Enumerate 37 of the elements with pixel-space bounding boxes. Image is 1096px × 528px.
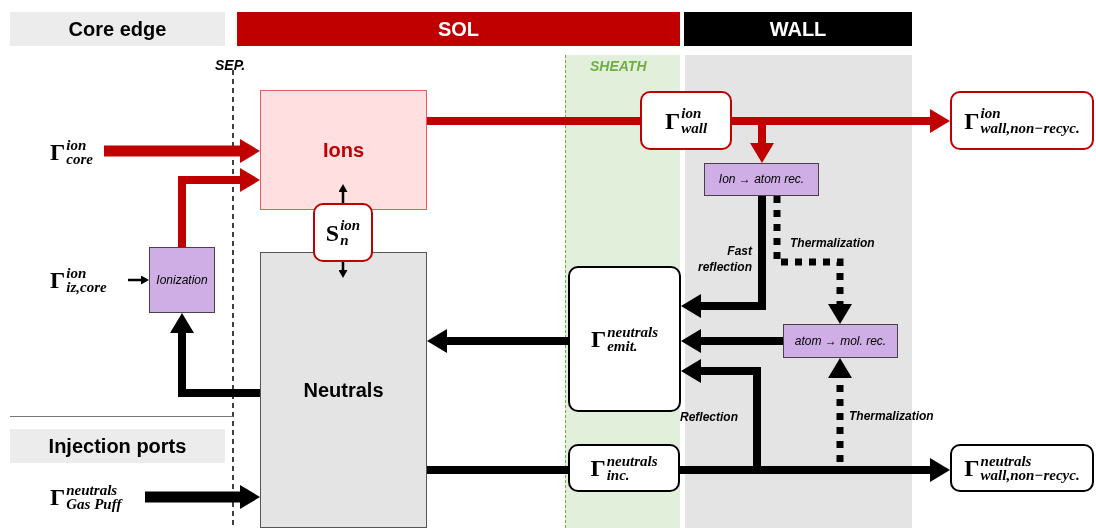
process-box — [704, 163, 819, 196]
box-label: atom → mol. rec. — [794, 333, 887, 349]
dotted-arrow — [773, 196, 852, 324]
flux-box — [640, 91, 732, 150]
section-header: WALL — [684, 12, 912, 46]
box-label: Ions — [322, 138, 365, 163]
section-header: Core edge — [10, 12, 225, 46]
arrow — [338, 184, 348, 203]
arrow — [145, 485, 260, 509]
arrow — [681, 196, 766, 318]
section-header: Injection ports — [10, 429, 225, 463]
arrow — [427, 329, 568, 353]
neutrals-box — [260, 252, 427, 528]
arrow — [104, 139, 260, 163]
flux-box — [950, 444, 1094, 492]
section-header: SOL — [237, 12, 680, 46]
box-label: Neutrals — [303, 378, 384, 403]
flux-box — [568, 444, 680, 492]
arrow — [178, 168, 260, 247]
process-box — [149, 247, 215, 313]
box-label: Ionization — [156, 272, 208, 288]
edge-label: Thermalization — [790, 236, 875, 252]
edge-label: Thermalization — [849, 409, 934, 425]
process-box — [783, 324, 898, 358]
arrow — [338, 262, 348, 278]
arrow — [681, 329, 783, 353]
arrow — [128, 275, 149, 285]
flux-box — [313, 203, 373, 262]
region-label: SHEATH — [590, 57, 647, 76]
edge-label: Fast reflection — [697, 244, 752, 276]
ions-box — [260, 90, 427, 210]
separatrix-label: SEP. — [215, 56, 246, 75]
arrow — [170, 313, 260, 397]
edge-label: Reflection — [680, 410, 738, 426]
flux-box — [568, 266, 681, 412]
box-label: Ion → atom rec. — [718, 172, 805, 187]
flux-box — [950, 91, 1094, 150]
